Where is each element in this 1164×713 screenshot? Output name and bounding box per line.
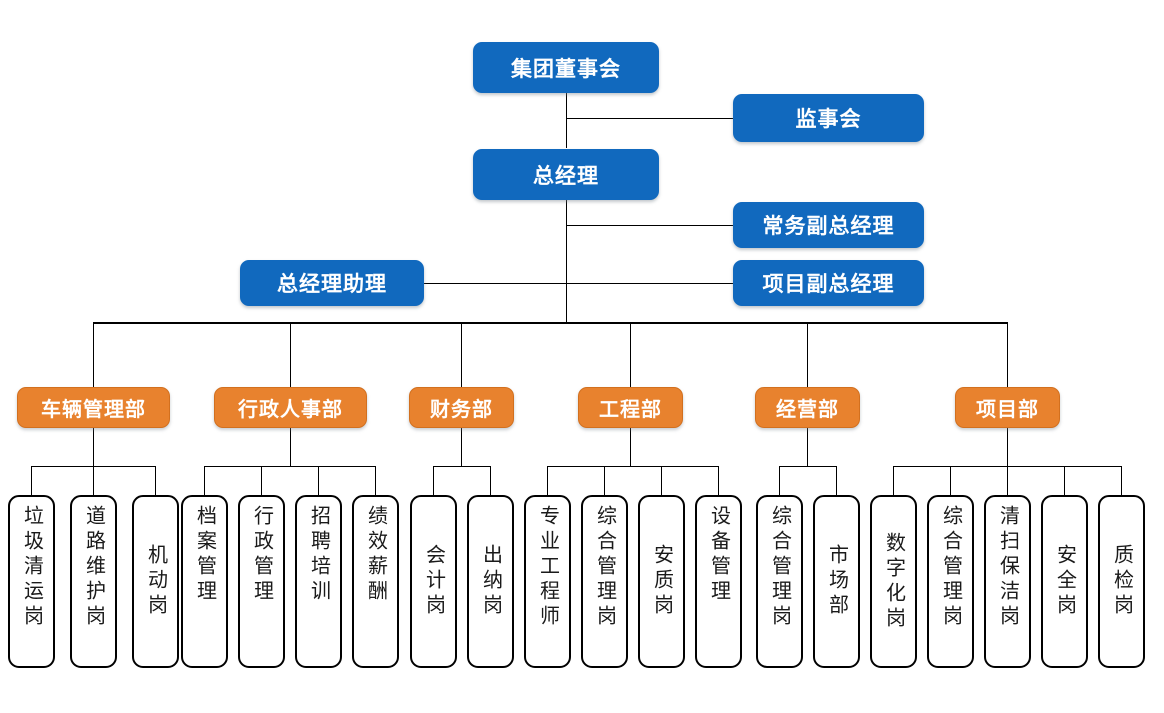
node-position-accounting[interactable]: 会计岗 — [410, 495, 457, 668]
connector-bus-to-dept-3 — [461, 322, 462, 387]
connector-dept-5-drop-2 — [836, 466, 837, 496]
connector-dept-4-bus — [547, 466, 719, 467]
connector-dept-2-drop-4 — [375, 466, 376, 496]
connector-gm-to-exec-deputy — [566, 225, 733, 226]
connector-bus-to-dept-1 — [93, 322, 94, 387]
node-general-manager[interactable]: 总经理 — [473, 149, 659, 200]
connector-dept-5-bus — [779, 466, 836, 467]
connector-dept-2-drop-1 — [204, 466, 205, 496]
connector-dept-6-drop-5 — [1121, 466, 1122, 496]
connector-gm-to-project-deputy — [566, 283, 733, 284]
connector-dept-5-stem — [807, 427, 808, 466]
node-position-general-management-project[interactable]: 综合管理岗 — [927, 495, 974, 668]
connector-bus-to-dept-6 — [1007, 322, 1008, 387]
node-position-mobile-duty[interactable]: 机动岗 — [132, 495, 179, 668]
node-position-general-management-engineering[interactable]: 综合管理岗 — [581, 495, 628, 668]
connector-dept-1-drop-3 — [155, 466, 156, 496]
connector-dept-6-drop-2 — [950, 466, 951, 496]
connector-bus-to-dept-2 — [290, 322, 291, 387]
node-position-equipment-management[interactable]: 设备管理 — [695, 495, 742, 668]
connector-dept-5-drop-1 — [779, 466, 780, 496]
connector-dept-2-stem — [290, 427, 291, 466]
node-position-general-management-operations[interactable]: 综合管理岗 — [756, 495, 803, 668]
connector-dept-2-drop-2 — [261, 466, 262, 496]
node-project-deputy-gm[interactable]: 项目副总经理 — [733, 260, 924, 306]
connector-dept-3-stem — [461, 427, 462, 466]
node-position-archive-management[interactable]: 档案管理 — [181, 495, 228, 668]
node-supervisory-board[interactable]: 监事会 — [733, 94, 924, 142]
connector-dept-1-drop-1 — [31, 466, 32, 496]
node-executive-deputy-gm[interactable]: 常务副总经理 — [733, 202, 924, 248]
connector-dept-3-drop-2 — [490, 466, 491, 496]
node-position-quality-inspection[interactable]: 质检岗 — [1098, 495, 1145, 668]
node-position-road-maintenance[interactable]: 道路维护岗 — [70, 495, 117, 668]
node-position-safety[interactable]: 安全岗 — [1041, 495, 1088, 668]
node-department-finance[interactable]: 财务部 — [409, 387, 514, 428]
node-position-recruitment-training[interactable]: 招聘培训 — [295, 495, 342, 668]
connector-board-to-gm — [566, 93, 567, 148]
connector-department-bus — [93, 322, 1008, 324]
connector-gm-to-assistant — [424, 283, 567, 284]
node-gm-assistant[interactable]: 总经理助理 — [240, 260, 424, 306]
connector-dept-4-drop-2 — [604, 466, 605, 496]
connector-dept-6-drop-1 — [893, 466, 894, 496]
connector-board-to-supervisory — [566, 118, 733, 119]
node-position-safety-quality[interactable]: 安质岗 — [638, 495, 685, 668]
node-position-marketing[interactable]: 市场部 — [813, 495, 860, 668]
connector-dept-2-drop-3 — [318, 466, 319, 496]
connector-dept-3-bus — [433, 466, 490, 467]
connector-dept-2-bus — [204, 466, 376, 467]
connector-dept-4-drop-3 — [661, 466, 662, 496]
connector-dept-4-stem — [630, 427, 631, 466]
node-position-administration[interactable]: 行政管理 — [238, 495, 285, 668]
connector-dept-4-drop-4 — [718, 466, 719, 496]
node-department-operations[interactable]: 经营部 — [755, 387, 860, 428]
node-department-vehicle-management[interactable]: 车辆管理部 — [17, 387, 170, 428]
connector-dept-6-drop-3 — [1007, 466, 1008, 496]
connector-bus-to-dept-5 — [807, 322, 808, 387]
node-position-professional-engineer[interactable]: 专业工程师 — [524, 495, 571, 668]
node-position-performance-compensation[interactable]: 绩效薪酬 — [352, 495, 399, 668]
connector-bus-to-dept-4 — [630, 322, 631, 387]
node-department-engineering[interactable]: 工程部 — [578, 387, 683, 428]
connector-dept-6-drop-4 — [1064, 466, 1065, 496]
connector-dept-4-drop-1 — [547, 466, 548, 496]
connector-gm-to-departments — [566, 200, 567, 323]
connector-dept-6-stem — [1007, 427, 1008, 466]
node-position-waste-transport[interactable]: 垃圾清运岗 — [8, 495, 55, 668]
connector-dept-1-stem — [93, 427, 94, 466]
node-department-project[interactable]: 项目部 — [955, 387, 1060, 428]
node-department-admin-hr[interactable]: 行政人事部 — [214, 387, 367, 428]
node-position-digitalization[interactable]: 数字化岗 — [870, 495, 917, 668]
connector-dept-1-drop-2 — [93, 466, 94, 496]
node-position-cashier[interactable]: 出纳岗 — [467, 495, 514, 668]
connector-dept-3-drop-1 — [433, 466, 434, 496]
node-board[interactable]: 集团董事会 — [473, 42, 659, 93]
node-position-cleaning-sanitation[interactable]: 清扫保洁岗 — [984, 495, 1031, 668]
